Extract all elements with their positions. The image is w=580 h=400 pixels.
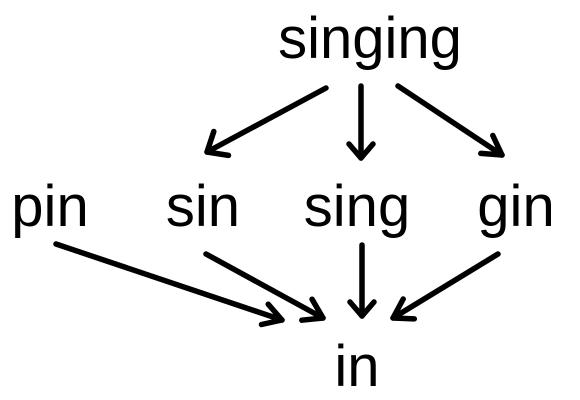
edge-gin-to-in bbox=[390, 251, 501, 322]
edge-sin-to-in bbox=[203, 251, 326, 323]
node-singing: singing bbox=[278, 6, 462, 71]
edge-sing-to-in bbox=[347, 242, 377, 319]
node-sing: sing bbox=[304, 174, 410, 239]
edge-singing-to-sing bbox=[346, 83, 376, 161]
node-in: in bbox=[334, 334, 379, 399]
node-sin: sin bbox=[166, 174, 240, 239]
node-pin: pin bbox=[11, 174, 88, 239]
node-gin: gin bbox=[477, 174, 554, 239]
edge-pin-to-in bbox=[53, 241, 285, 328]
edge-singing-to-gin bbox=[395, 83, 505, 158]
edge-singing-to-sin bbox=[204, 85, 329, 159]
